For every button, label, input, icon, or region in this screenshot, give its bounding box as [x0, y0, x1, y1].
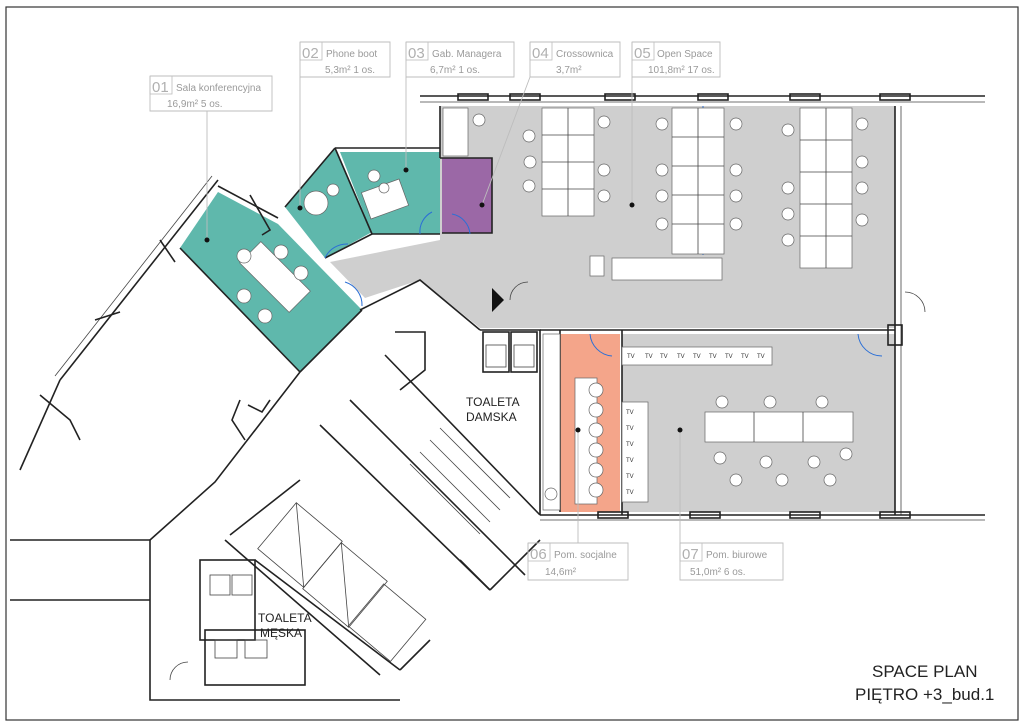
women-toilet-label: TOALETA: [466, 395, 520, 409]
room-name: Open Space: [657, 49, 713, 60]
room-name: Crossownica: [556, 49, 614, 60]
room-label-03: 03 Gab. Managera 6,7m² 1 os.: [405, 41, 502, 76]
staircase: [257, 427, 511, 663]
plan-subtitle: PIĘTRO +3_bud.1: [855, 685, 994, 704]
tv-label: TV: [626, 442, 634, 448]
room-number: 06: [530, 546, 547, 563]
room-number: 04: [532, 45, 549, 62]
room-crossownica-fill: [442, 158, 492, 233]
room-number: 03: [408, 45, 425, 62]
room-number: 05: [634, 45, 651, 62]
page-frame: [5, 6, 1019, 721]
entrance-arrow: [492, 288, 504, 312]
tv-label: TV: [626, 490, 634, 496]
tv-label: TV: [757, 354, 765, 360]
men-toilet-label: TOALETA: [258, 611, 312, 625]
room-label-02: 02 Phone boot 5,3m² 1 os.: [299, 41, 377, 76]
room-label-01: 01 Sala konferencyjna 16,9m² 5 os.: [149, 75, 261, 110]
room-area: 14,6m²: [545, 567, 577, 578]
tv-label: TV: [741, 354, 749, 360]
tv-label: TV: [626, 410, 634, 416]
room-name: Pom. biurowe: [706, 550, 768, 561]
tv-labels: TV TV TV TV TV TV TV TV TV TV TV TV TV T…: [626, 354, 765, 496]
room-label-04: 04 Crossownica 3,7m²: [529, 41, 614, 76]
women-toilet-label: DAMSKA: [466, 410, 517, 424]
tv-label: TV: [677, 354, 685, 360]
tv-label: TV: [645, 354, 653, 360]
room-label-05: 05 Open Space 101,8m² 17 os.: [631, 41, 715, 76]
room-area: 5,3m² 1 os.: [325, 65, 375, 76]
room-label-06: 06 Pom. socjalne 14,6m²: [527, 542, 617, 578]
men-toilet-label: MĘSKA: [260, 626, 302, 640]
room-area: 16,9m² 5 os.: [167, 99, 223, 110]
room-number: 02: [302, 45, 319, 62]
tv-label: TV: [626, 474, 634, 480]
tv-label: TV: [693, 354, 701, 360]
room-area: 101,8m² 17 os.: [648, 65, 715, 76]
tv-label: TV: [660, 354, 668, 360]
room-name: Phone boot: [326, 49, 377, 60]
doors: [169, 211, 926, 681]
tv-label: TV: [626, 426, 634, 432]
tv-label: TV: [626, 458, 634, 464]
room-label-07: 07 Pom. biurowe 51,0m² 6 os.: [679, 542, 768, 578]
tv-label: TV: [725, 354, 733, 360]
room-area: 51,0m² 6 os.: [690, 567, 746, 578]
room-name: Sala konferencyjna: [176, 83, 261, 94]
tv-label: TV: [627, 354, 635, 360]
room-number: 07: [682, 546, 699, 563]
leader-lines: [149, 41, 784, 581]
tv-label: TV: [709, 354, 717, 360]
room-number: 01: [152, 79, 169, 96]
room-name: Pom. socjalne: [554, 550, 617, 561]
room-name: Gab. Managera: [432, 49, 502, 60]
plan-title: SPACE PLAN: [872, 662, 978, 681]
room-phone-boot-fill: [285, 148, 372, 258]
corridor-fill: [330, 240, 530, 328]
walls: [10, 95, 985, 701]
room-area: 3,7m²: [556, 65, 582, 76]
room-markers: [204, 167, 683, 433]
furniture: [236, 107, 869, 511]
room-area: 6,7m² 1 os.: [430, 65, 480, 76]
